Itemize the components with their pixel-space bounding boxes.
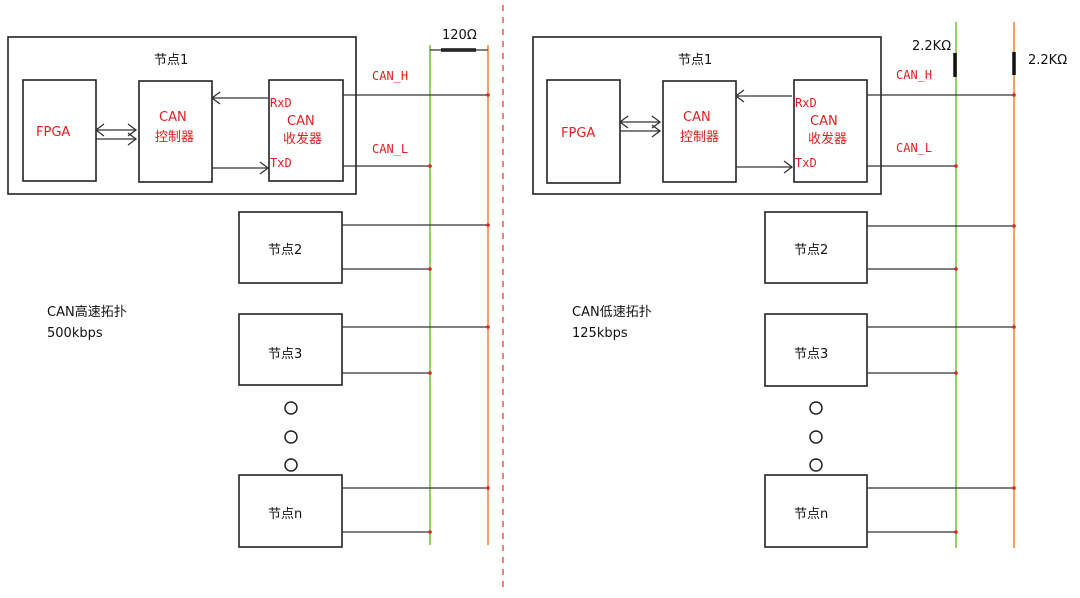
node3-label: 节点3 bbox=[268, 347, 302, 362]
resistor-label-2: 2.2KΩ bbox=[1028, 53, 1067, 68]
ellipsis-dot bbox=[809, 458, 823, 472]
node2-box bbox=[764, 211, 868, 284]
node3-label: 节点3 bbox=[794, 347, 828, 362]
can-transceiver-block bbox=[268, 79, 344, 182]
transceiver-label-1: CAN bbox=[810, 114, 838, 129]
topology-rate: 500kbps bbox=[47, 326, 103, 341]
low-speed-topology: 2.2KΩ 2.2KΩ 节点1 FPGA CAN 控制器 CAN 收发器 RxD… bbox=[532, 22, 1067, 548]
controller-label-1: CAN bbox=[159, 110, 187, 125]
node2-label: 节点2 bbox=[794, 243, 828, 258]
transceiver-label-2: 收发器 bbox=[283, 131, 322, 147]
topology-title: CAN低速拓扑 bbox=[572, 305, 652, 320]
ellipsis-dot bbox=[809, 401, 823, 415]
resistor-label: 120Ω bbox=[442, 28, 477, 43]
ellipsis-dot bbox=[284, 458, 298, 472]
transceiver-label-2: 收发器 bbox=[808, 131, 847, 147]
fpga-label: FPGA bbox=[561, 126, 595, 141]
node1-label: 节点1 bbox=[678, 53, 712, 68]
noden-box bbox=[764, 474, 868, 548]
node1-box bbox=[532, 36, 882, 195]
resistor-label-1: 2.2KΩ bbox=[912, 39, 951, 54]
node2-label: 节点2 bbox=[268, 243, 302, 258]
can-h-label: CAN_H bbox=[896, 68, 932, 82]
ellipsis-dot bbox=[284, 401, 298, 415]
node3-box bbox=[764, 313, 868, 387]
controller-label-2: 控制器 bbox=[680, 130, 719, 145]
can-controller-block bbox=[662, 80, 737, 183]
txd-label: TxD bbox=[270, 156, 292, 170]
node1-label: 节点1 bbox=[154, 53, 188, 68]
fpga-label: FPGA bbox=[36, 125, 70, 140]
controller-label-2: 控制器 bbox=[155, 130, 194, 145]
node2-box bbox=[238, 211, 343, 284]
can-h-label: CAN_H bbox=[372, 69, 408, 83]
controller-label-1: CAN bbox=[683, 110, 711, 125]
can-l-label: CAN_L bbox=[896, 141, 932, 155]
ellipsis-dot bbox=[284, 430, 298, 444]
junction-dots bbox=[954, 93, 1016, 534]
can-l-label: CAN_L bbox=[372, 142, 408, 156]
transceiver-label-1: CAN bbox=[287, 114, 315, 129]
can-transceiver-block bbox=[793, 79, 868, 183]
noden-box bbox=[238, 474, 343, 548]
can-controller-block bbox=[138, 80, 213, 183]
topology-rate: 125kbps bbox=[572, 326, 628, 341]
rxd-label: RxD bbox=[270, 96, 292, 110]
txd-label: TxD bbox=[795, 156, 817, 170]
junction-dots bbox=[428, 93, 490, 534]
ellipsis-dot bbox=[809, 430, 823, 444]
high-speed-topology: 120Ω 节点1 FPGA CAN 控制器 CAN 收发器 RxD TxD CA… bbox=[7, 28, 490, 548]
rxd-label: RxD bbox=[795, 96, 817, 110]
topology-title: CAN高速拓扑 bbox=[47, 304, 127, 320]
noden-label: 节点n bbox=[794, 507, 828, 522]
node1-box bbox=[7, 36, 357, 195]
noden-label: 节点n bbox=[268, 507, 302, 522]
node3-box bbox=[238, 313, 343, 386]
